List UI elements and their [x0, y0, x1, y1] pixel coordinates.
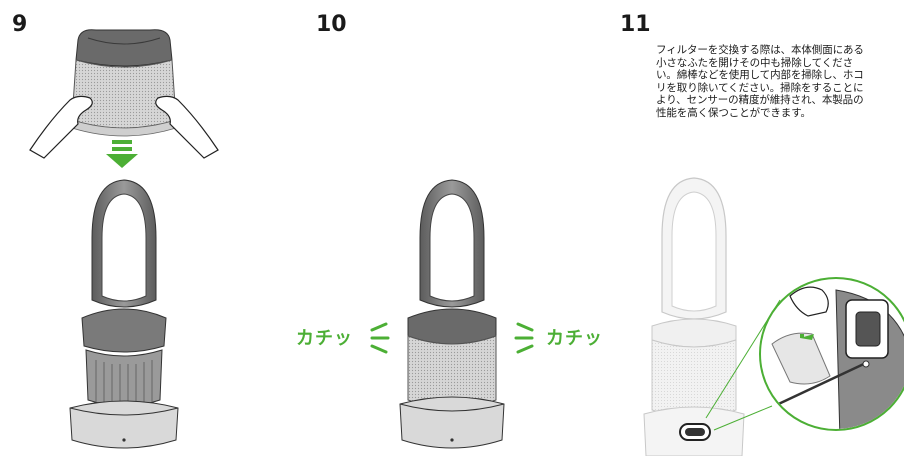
instruction-line: 性能を高く保つことができます。 — [656, 106, 811, 119]
click-sound-label-right: カチッ — [546, 328, 603, 349]
down-arrow-icon — [106, 140, 138, 168]
hands-icon — [29, 95, 219, 159]
zoom-detail-circle — [705, 277, 904, 431]
click-lines-icon — [370, 322, 534, 354]
step-number-11: 11 — [620, 12, 651, 37]
instruction-line: 小さなふたを開けその中も掃除してくださ — [656, 56, 853, 69]
step-9-illustration — [29, 29, 219, 449]
step-number-9: 9 — [12, 12, 28, 37]
device-base-open — [69, 179, 179, 449]
instruction-line: より、センサーの精度が維持され、本製品の — [656, 94, 864, 107]
instruction-line: リを取り除いてください。掃除をすることに — [656, 81, 864, 94]
filter-being-installed — [71, 29, 177, 137]
step-10-illustration — [370, 179, 534, 449]
click-sound-label-left: カチッ — [296, 328, 353, 349]
step-11-instructions: フィルターを交換する際は、本体側面にある 小さなふたを開けその中も掃除してくださ… — [656, 44, 904, 120]
step-number-10: 10 — [316, 12, 347, 37]
sensor-cover-slot — [679, 423, 711, 441]
instruction-line: い。綿棒などを使用して内部を掃除し、ホコ — [656, 69, 864, 82]
step-11-illustration — [643, 177, 904, 456]
instruction-line: フィルターを交換する際は、本体側面にある — [656, 44, 864, 56]
